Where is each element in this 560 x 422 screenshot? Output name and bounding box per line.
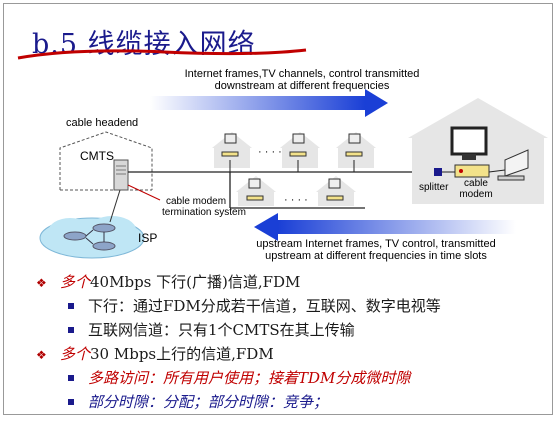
diamond-bullet-icon: ❖ <box>36 276 47 290</box>
bullet-text: 40Mbps 下行(广播)信道,FDM <box>90 273 301 291</box>
bullet-text: 30 Mbps上行的信道,FDM <box>90 345 274 363</box>
modem-label-line1: cable <box>464 178 488 189</box>
cmts-label: CMTS <box>80 149 114 163</box>
home-5 <box>316 176 356 206</box>
isp-label: ISP <box>138 231 158 245</box>
headend-house <box>59 131 153 191</box>
home-2 <box>280 132 320 172</box>
upstream-label-line1: upstream Internet frames, TV control, tr… <box>256 238 496 250</box>
square-bullet-icon <box>68 303 74 309</box>
upstream-arrow <box>254 213 516 241</box>
isp-cloud <box>39 216 145 259</box>
splitter-label: splitter <box>419 182 449 193</box>
home-1 <box>212 132 252 172</box>
downstream-arrow <box>150 89 388 117</box>
home-3 <box>336 132 376 172</box>
square-bullet-icon <box>68 399 74 405</box>
headend-label: cable headend <box>66 117 139 129</box>
cmts-desc-line1: cable modem <box>166 196 227 207</box>
sub-bullet-internet-channel: 互联网信道：只有1个CMTS在其上传输 <box>68 321 355 339</box>
slide-frame <box>3 3 553 415</box>
square-bullet-icon <box>68 327 74 333</box>
bullet-text: 下行：通过FDM分成若干信道，互联网、数字电视等 <box>88 297 441 315</box>
cable-network-diagram <box>39 89 548 259</box>
bullet-text: 部分时隙：分配；部分时隙：竞争； <box>88 393 329 411</box>
bullet-prefix: 多个 <box>60 345 91 363</box>
title-underline <box>17 48 307 60</box>
bullet-prefix: 多个 <box>60 273 91 291</box>
dots-top: · · · · <box>258 146 282 158</box>
cmts-desc-line2: termination system <box>162 207 246 218</box>
sub-bullet-downstream-fdm: 下行：通过FDM分成若干信道，互联网、数字电视等 <box>68 297 441 315</box>
bullet-downstream: ❖ 多个40Mbps 下行(广播)信道,FDM <box>36 273 301 291</box>
bullet-text: 多路访问：所有用户使用；接着TDM分成微时隙 <box>88 369 411 387</box>
cable-modem-label: cable modem <box>452 178 500 200</box>
sub-bullet-time-slots: 部分时隙：分配；部分时隙：竞争； <box>68 393 328 411</box>
downstream-label-line2: downstream at different frequencies <box>214 80 390 92</box>
large-home <box>408 98 548 204</box>
cmts-box <box>113 159 129 191</box>
downstream-label-line1: Internet frames,TV channels, control tra… <box>184 68 420 80</box>
bullet-upstream: ❖ 多个30 Mbps上行的信道,FDM <box>36 345 274 363</box>
sub-bullet-multiple-access: 多路访问：所有用户使用；接着TDM分成微时隙 <box>68 369 410 387</box>
dots-bottom: · · · · <box>284 194 308 206</box>
home-4 <box>236 176 276 206</box>
downstream-label: Internet frames,TV channels, control tra… <box>162 68 442 92</box>
square-bullet-icon <box>68 375 74 381</box>
bullet-text: 互联网信道：只有1个CMTS在其上传输 <box>88 321 355 339</box>
diamond-bullet-icon: ❖ <box>36 348 47 362</box>
upstream-label: upstream Internet frames, TV control, tr… <box>236 238 516 262</box>
cmts-description: cable modem termination system <box>162 196 246 218</box>
upstream-label-line2: upstream at different frequencies in tim… <box>265 250 487 262</box>
modem-label-line2: modem <box>459 189 493 200</box>
